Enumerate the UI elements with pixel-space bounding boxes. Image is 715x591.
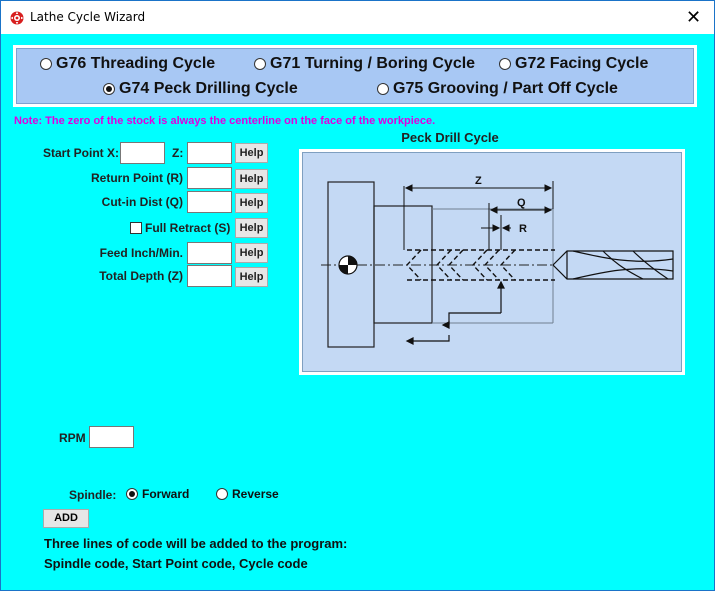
full-retract-checkbox[interactable] [130, 222, 142, 234]
rpm-input[interactable] [89, 426, 134, 448]
rpm-label: RPM [59, 431, 86, 445]
radio-g75[interactable]: G75 Grooving / Part Off Cycle [377, 80, 618, 98]
help-button-cut-in-dist[interactable]: Help [235, 193, 268, 213]
help-button-start-point[interactable]: Help [235, 143, 268, 163]
start-point-z-input[interactable] [187, 142, 232, 164]
diagram-canvas: Z Q R [302, 152, 682, 372]
radio-g72-indicator[interactable] [499, 58, 511, 70]
spindle-forward-label: Forward [142, 487, 190, 501]
radio-g71-indicator[interactable] [254, 58, 266, 70]
cut-in-dist-label: Cut-in Dist (Q) [101, 195, 183, 209]
spindle-label: Spindle: [69, 488, 117, 502]
feed-label: Feed Inch/Min. [99, 246, 183, 260]
dimension-z-label: Z [475, 175, 482, 187]
total-depth-label: Total Depth (Z) [99, 269, 183, 283]
total-depth-input[interactable] [187, 265, 232, 287]
start-point-x-input[interactable] [120, 142, 165, 164]
radio-g74[interactable]: G74 Peck Drilling Cycle [103, 80, 298, 98]
info-line-1: Three lines of code will be added to the… [44, 536, 348, 551]
drill-bit-icon [552, 250, 674, 280]
spindle-forward-option[interactable]: Forward [126, 487, 189, 501]
full-retract-label: Full Retract (S) [145, 221, 231, 235]
radio-g71-label: G71 Turning / Boring Cycle [270, 55, 476, 72]
radio-g75-indicator[interactable] [377, 83, 389, 95]
peck-drill-drawing: Z Q R [321, 175, 674, 348]
feed-input[interactable] [187, 242, 232, 264]
radio-g75-label: G75 Grooving / Part Off Cycle [393, 80, 618, 97]
radio-g76-label: G76 Threading Cycle [56, 55, 216, 72]
start-point-x-label: Start Point X: [43, 146, 120, 160]
return-point-label: Return Point (R) [91, 171, 183, 185]
radio-g72-label: G72 Facing Cycle [515, 55, 649, 72]
gear-flower-icon [10, 11, 24, 25]
spindle-reverse-radio[interactable] [216, 488, 228, 500]
stock-zero-note: Note: The zero of the stock is always th… [14, 115, 436, 127]
return-point-input[interactable] [187, 167, 232, 189]
dimension-q-label: Q [517, 197, 526, 209]
cycle-selector-panel: G76 Threading Cycle G71 Turning / Boring… [16, 48, 694, 104]
title-bar: Lathe Cycle Wizard ✕ [1, 1, 714, 34]
start-point-z-label: Z: [172, 146, 184, 160]
cycle-selector-frame: G76 Threading Cycle G71 Turning / Boring… [13, 45, 697, 107]
help-button-full-retract[interactable]: Help [235, 218, 268, 238]
help-button-return-point[interactable]: Help [235, 169, 268, 189]
close-button[interactable]: ✕ [685, 7, 702, 28]
cut-in-dist-input[interactable] [187, 191, 232, 213]
dimension-r-label: R [519, 223, 527, 235]
radio-g71[interactable]: G71 Turning / Boring Cycle [254, 55, 475, 73]
spindle-forward-radio[interactable] [126, 488, 138, 500]
info-line-2: Spindle code, Start Point code, Cycle co… [44, 556, 308, 571]
radio-g76[interactable]: G76 Threading Cycle [40, 55, 215, 73]
help-button-total-depth[interactable]: Help [235, 267, 268, 287]
window-title: Lathe Cycle Wizard [30, 10, 146, 24]
radio-g72[interactable]: G72 Facing Cycle [499, 55, 648, 73]
radio-g74-label: G74 Peck Drilling Cycle [119, 80, 298, 97]
spindle-reverse-option[interactable]: Reverse [216, 487, 279, 501]
radio-g74-indicator[interactable] [103, 83, 115, 95]
radio-g76-indicator[interactable] [40, 58, 52, 70]
help-button-feed[interactable]: Help [235, 243, 268, 263]
center-marker-icon [338, 255, 358, 275]
add-button[interactable]: ADD [43, 509, 89, 528]
peck-drill-diagram: Z Q R [299, 149, 685, 375]
diagram-title: Peck Drill Cycle [401, 130, 499, 145]
spindle-reverse-label: Reverse [232, 487, 279, 501]
